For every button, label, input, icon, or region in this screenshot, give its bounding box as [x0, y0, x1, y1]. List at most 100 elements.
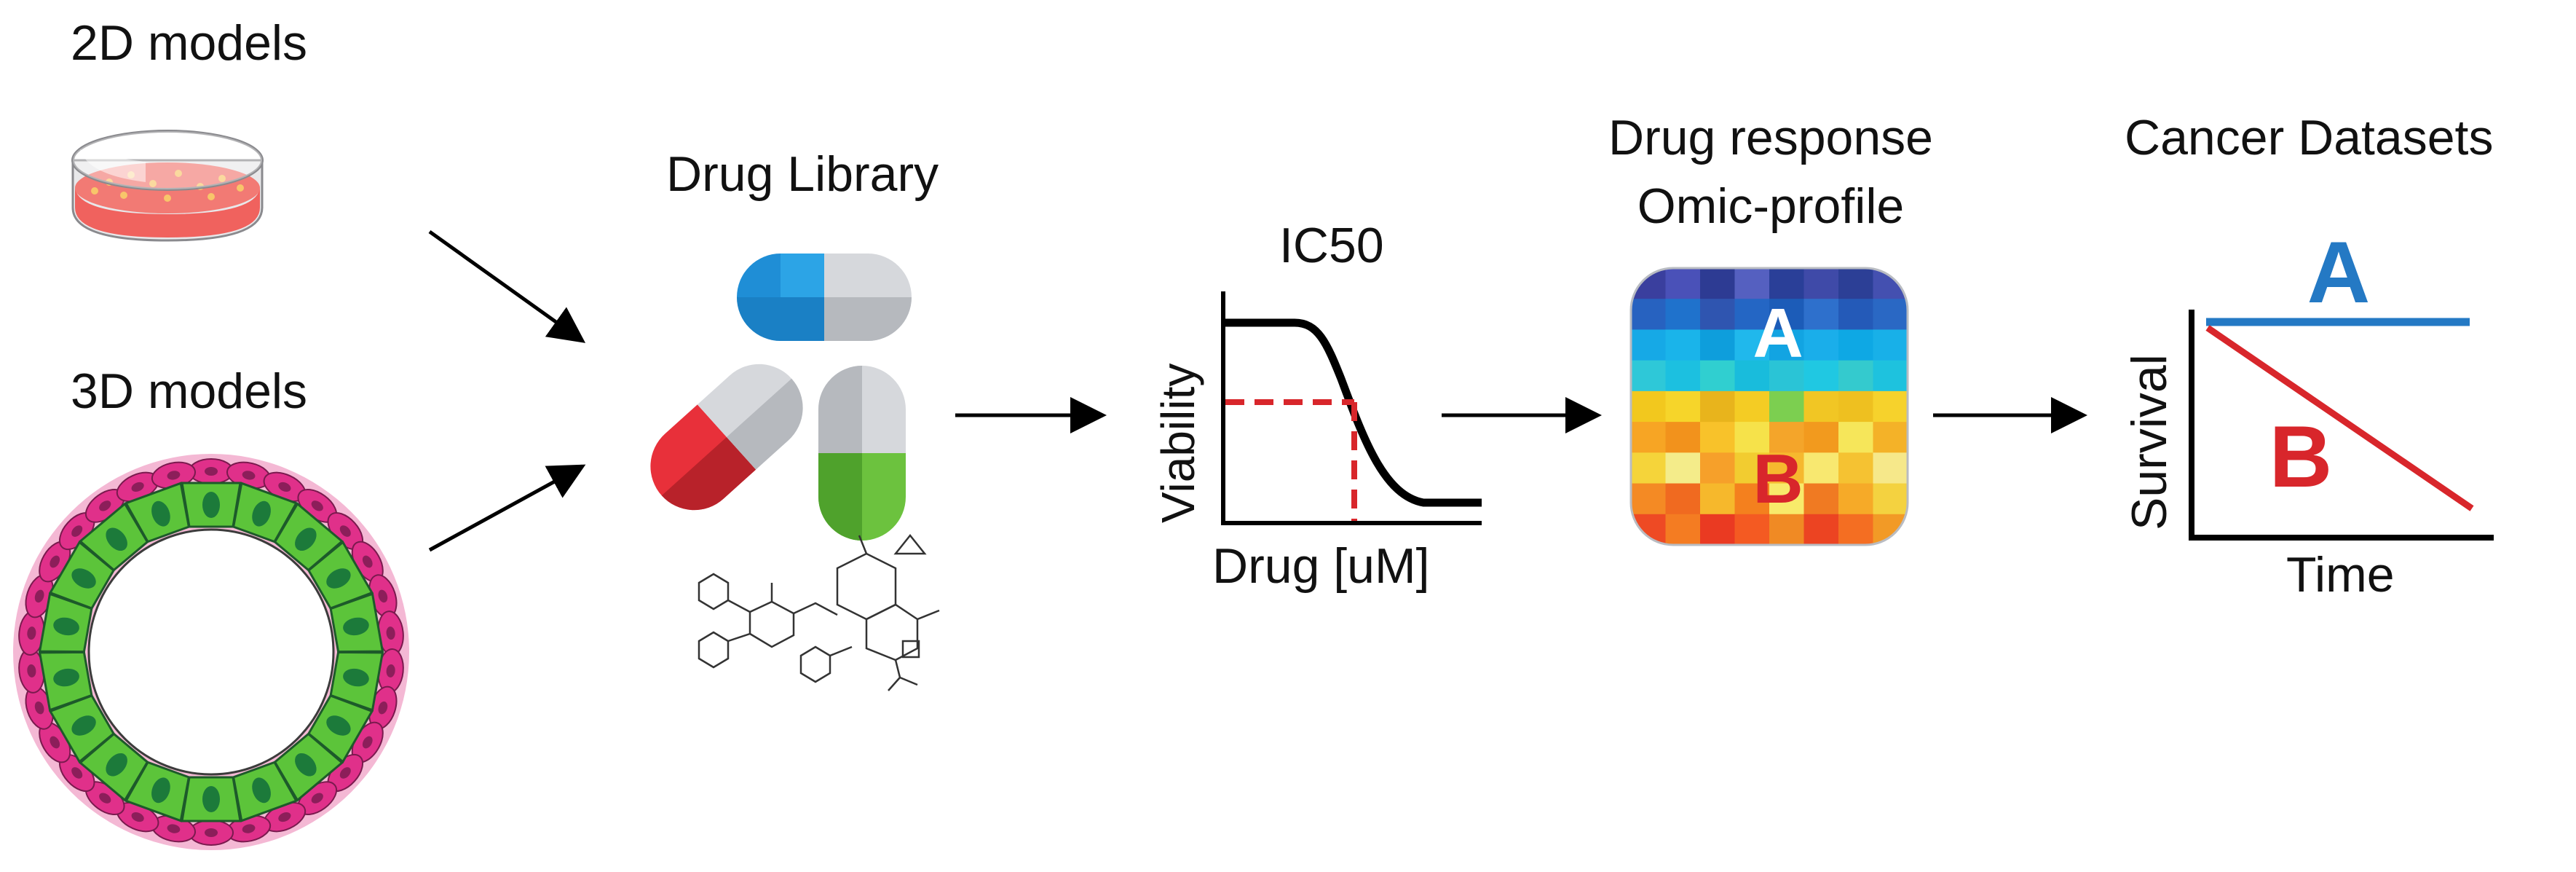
- label-viability: Viability: [1152, 364, 1204, 523]
- label-drug-response: Drug response: [1608, 110, 1933, 165]
- heatmap-cell: [1700, 299, 1735, 330]
- heatmap-cell: [1838, 452, 1873, 484]
- label-cancer-datasets: Cancer Datasets: [2125, 110, 2493, 165]
- heatmap-label-a: A: [1753, 294, 1803, 372]
- arrow-2d-to-library: [428, 229, 586, 343]
- label-2d-models: 2D models: [71, 15, 307, 71]
- heatmap-cell: [1769, 514, 1804, 545]
- arrow-3d-to-library: [428, 464, 586, 552]
- heatmap-cell: [1665, 422, 1701, 453]
- heatmap-cell: [1734, 329, 1770, 361]
- heatmap-cell: [1873, 483, 1908, 515]
- heatmap-cell: [1838, 483, 1873, 515]
- heatmap-cell: [1665, 329, 1701, 361]
- heatmap-cell: [1803, 452, 1839, 484]
- heatmap-cell: [1873, 422, 1908, 453]
- heatmap-cell: [1769, 390, 1804, 423]
- green-capsule-icon: [818, 366, 906, 541]
- heatmap-cell: [1734, 514, 1770, 545]
- heatmap-cell: [1769, 299, 1804, 330]
- heatmap-cell: [1734, 360, 1770, 392]
- red-capsule-icon: [650, 364, 803, 511]
- heatmap-label-b: B: [1753, 440, 1803, 518]
- label-survival: Survival: [2122, 354, 2177, 530]
- heatmap-cell: [1838, 390, 1873, 423]
- heatmap-cell: [1700, 329, 1735, 361]
- heatmap-cell: [1873, 452, 1908, 484]
- organoid-icon: [13, 454, 409, 850]
- heatmap-cell: [1734, 483, 1770, 515]
- ic50-plot: [1221, 291, 1482, 525]
- heatmap-cell: [1838, 360, 1873, 392]
- heatmap-cell: [1873, 299, 1908, 330]
- heatmap-cell: [1665, 514, 1701, 545]
- heatmap-cell: [1734, 390, 1770, 423]
- heatmap-cell: [1665, 360, 1701, 392]
- heatmap-cell: [1873, 329, 1908, 361]
- heatmap-cell: [1803, 390, 1839, 423]
- heatmap-cell: [1734, 422, 1770, 453]
- heatmap-cell: [1803, 483, 1839, 515]
- heatmap-cell: [1838, 329, 1873, 361]
- heatmap-cell: [1769, 483, 1804, 515]
- heatmap-cell: [1803, 422, 1839, 453]
- label-3d-models: 3D models: [71, 364, 307, 419]
- heatmap-cell: [1631, 452, 1666, 484]
- molecule-structure-icon: [698, 533, 940, 691]
- heatmap-cell: [1665, 390, 1701, 423]
- heatmap-cell: [1769, 329, 1804, 361]
- heatmap-cell: [1769, 452, 1804, 484]
- dose-response-curve: [1223, 318, 1482, 507]
- label-time: Time: [2286, 547, 2395, 602]
- heatmap-cell: [1665, 483, 1701, 515]
- survival-plot: A B: [2189, 224, 2494, 541]
- survival-group-a-label: A: [2307, 224, 2371, 321]
- heatmap-cell: [1734, 452, 1770, 484]
- heatmap-cell: [1700, 360, 1735, 392]
- label-omic-profile: Omic-profile: [1637, 178, 1905, 234]
- heatmap-cell: [1734, 299, 1770, 330]
- heatmap-cell: [1631, 329, 1666, 361]
- heatmap-cell: [1873, 514, 1908, 545]
- heatmap-cell: [1700, 268, 1735, 299]
- heatmap-cell: [1803, 329, 1839, 361]
- heatmap-cell: [1803, 268, 1839, 299]
- heatmap-cell: [1838, 514, 1873, 545]
- heatmap-cell: [1769, 360, 1804, 392]
- label-drug-concentration: Drug [uM]: [1212, 538, 1430, 594]
- heatmap-cell: [1838, 299, 1873, 330]
- heatmap-cell: [1873, 390, 1908, 423]
- label-drug-library: Drug Library: [666, 146, 939, 202]
- heatmap-cell: [1803, 514, 1839, 545]
- heatmap-cell: [1665, 299, 1701, 330]
- heatmap-cell: [1631, 268, 1666, 299]
- heatmap-cell: [1631, 360, 1666, 392]
- label-ic50: IC50: [1279, 218, 1384, 273]
- petri-dish-icon: [71, 130, 264, 242]
- heatmap-cell: [1700, 514, 1735, 545]
- heatmap-cell: [1700, 422, 1735, 453]
- heatmap-cell: [1873, 268, 1908, 299]
- drug-response-heatmap: A B: [1629, 267, 1909, 546]
- heatmap-cell: [1700, 390, 1735, 423]
- heatmap-cell: [1769, 268, 1804, 299]
- heatmap-cell: [1838, 422, 1873, 453]
- heatmap-cell: [1665, 452, 1701, 484]
- heatmap-cell: [1700, 483, 1735, 515]
- heatmap-cell: [1631, 299, 1666, 330]
- heatmap-cell: [1631, 514, 1666, 545]
- heatmap-cell: [1700, 452, 1735, 484]
- survival-curve-b: [2205, 325, 2474, 511]
- heatmap-cell: [1631, 422, 1666, 453]
- heatmap-cell: [1734, 268, 1770, 299]
- blue-capsule-icon: [737, 254, 912, 341]
- heatmap-cell: [1631, 390, 1666, 423]
- survival-group-b-label: B: [2269, 408, 2333, 506]
- heatmap-cell: [1873, 360, 1908, 392]
- heatmap-cell: [1838, 268, 1873, 299]
- heatmap-cell: [1803, 299, 1839, 330]
- heatmap-cell: [1803, 360, 1839, 392]
- heatmap-cell: [1665, 268, 1701, 299]
- heatmap-cell: [1631, 483, 1666, 515]
